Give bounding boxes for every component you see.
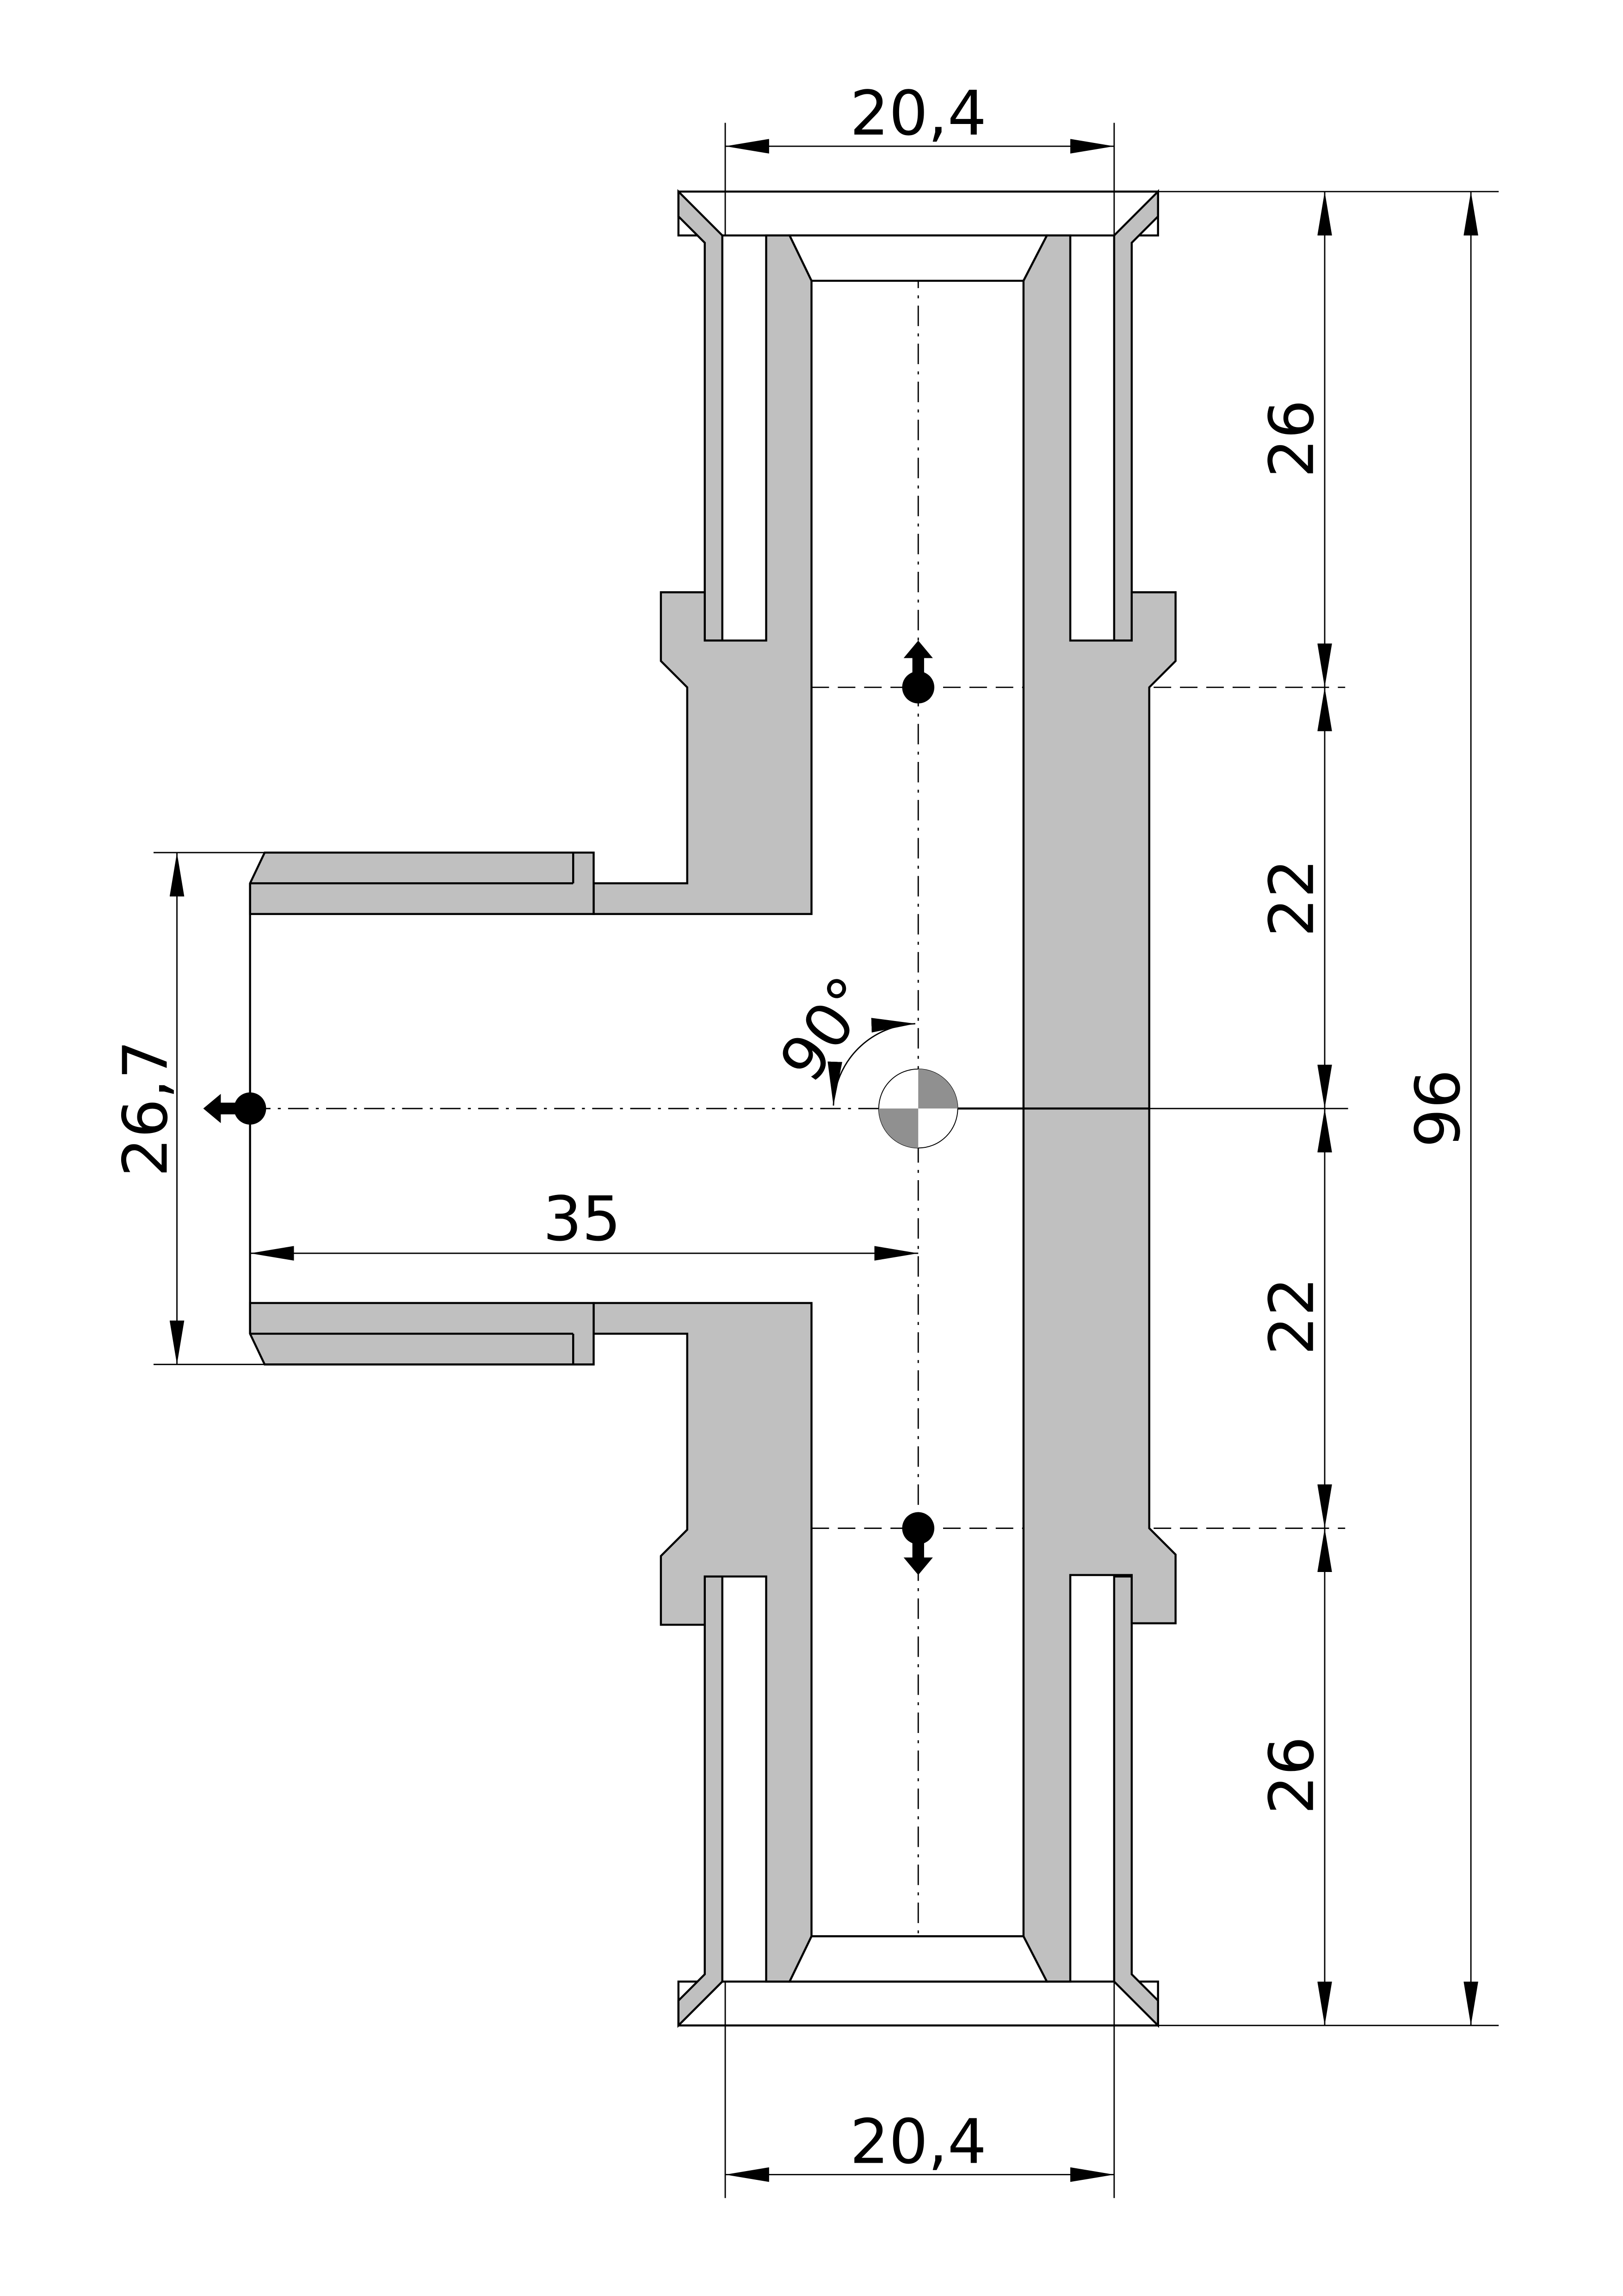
svg-text:20,4: 20,4 [850, 78, 987, 149]
svg-text:26,7: 26,7 [110, 1040, 181, 1177]
dim-bottom-width: 20,4 [724, 1981, 1115, 2198]
svg-text:90°: 90° [766, 964, 887, 1094]
left-upper-wall [592, 234, 813, 915]
dim-branch-length: 35 [250, 1184, 919, 1261]
svg-text:20,4: 20,4 [850, 2106, 987, 2178]
left-lower-wall [592, 1302, 813, 1983]
dim-branch-diameter: 26,7 [110, 852, 265, 1365]
arrow-up-icon [903, 640, 933, 676]
side-branch [249, 851, 595, 1366]
flow-arrow-icons [203, 640, 935, 1575]
svg-text:22: 22 [1257, 1277, 1328, 1355]
dim-top-width: 20,4 [724, 78, 1115, 235]
dim-chain-right: 26 22 22 26 [1149, 191, 1499, 2026]
svg-text:26: 26 [1257, 400, 1328, 478]
svg-text:26: 26 [1257, 1736, 1328, 1814]
arrow-left-icon [203, 1094, 239, 1123]
svg-text:35: 35 [543, 1184, 621, 1255]
svg-text:96: 96 [1403, 1070, 1474, 1148]
center-mark [878, 1068, 958, 1149]
arrow-down-icon [903, 1540, 933, 1575]
svg-text:22: 22 [1257, 859, 1328, 937]
dim-total-height: 96 [1403, 192, 1478, 2026]
